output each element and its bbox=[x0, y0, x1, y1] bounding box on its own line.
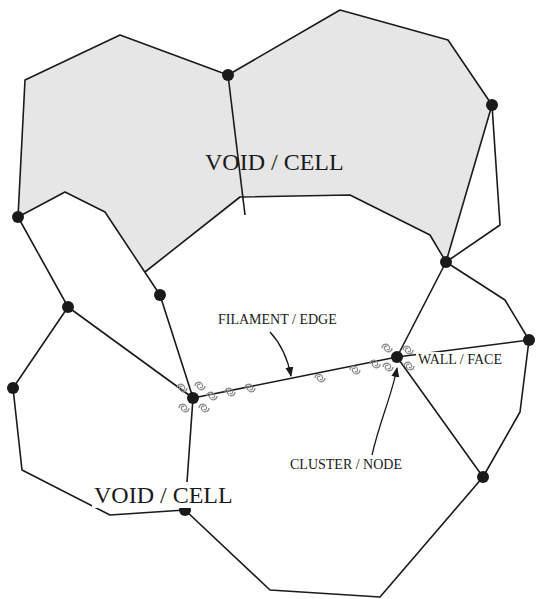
void-label: VOID / CELL bbox=[92, 482, 235, 508]
wall-label: WALL / FACE bbox=[416, 352, 504, 368]
filament-label: FILAMENT / EDGE bbox=[218, 313, 337, 327]
void-label: VOID / CELL bbox=[205, 150, 344, 174]
cluster-label: CLUSTER / NODE bbox=[290, 458, 402, 472]
